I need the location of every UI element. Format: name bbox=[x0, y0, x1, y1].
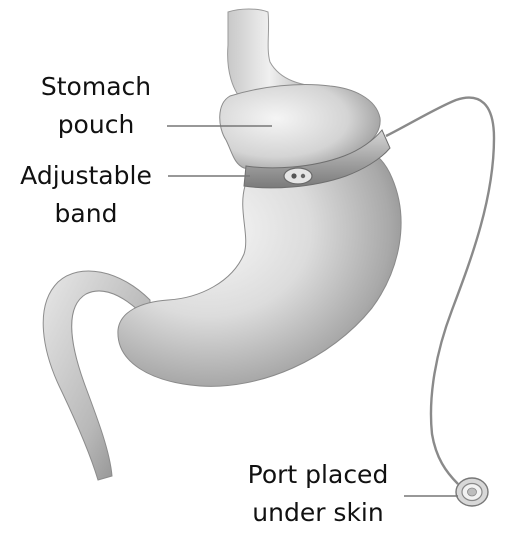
band-tubing bbox=[386, 98, 494, 484]
label-adjustable-band-line2: band bbox=[6, 195, 166, 233]
label-stomach-pouch-line1: Stomach bbox=[20, 68, 172, 106]
band-buckle bbox=[284, 168, 312, 184]
label-port: Port placed under skin bbox=[234, 456, 402, 532]
label-port-line1: Port placed bbox=[234, 456, 402, 494]
label-stomach-pouch: Stomach pouch bbox=[20, 68, 172, 144]
label-stomach-pouch-line2: pouch bbox=[20, 106, 172, 144]
access-port bbox=[456, 478, 488, 506]
label-adjustable-band-line1: Adjustable bbox=[6, 157, 166, 195]
label-adjustable-band: Adjustable band bbox=[6, 157, 166, 233]
label-port-line2: under skin bbox=[234, 494, 402, 532]
duodenum bbox=[43, 271, 150, 480]
